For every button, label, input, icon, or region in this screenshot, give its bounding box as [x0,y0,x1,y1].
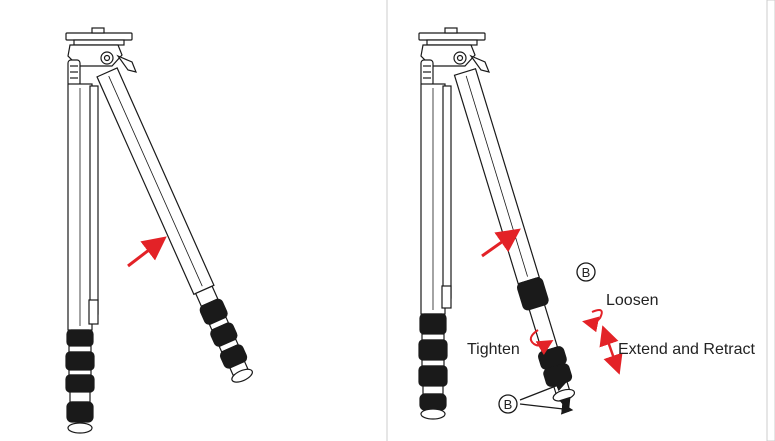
extend-retract-arrow [599,325,623,375]
tripod-leg-angled-right [453,68,576,413]
pointer-b-upper [519,380,568,401]
pointer-b-lower [519,402,574,415]
marker-b-bottom: B [498,394,518,414]
tripod-leg-vertical-right [418,83,452,420]
tripod-head-right [418,27,490,87]
right-border [766,0,775,441]
tripod-leg-angled-left [96,67,253,383]
label-tighten: Tighten [467,341,520,358]
svg-text:B: B [582,265,591,280]
tripod-head-left [65,27,137,87]
tripod-left [65,27,253,434]
loosen-arrow [582,309,603,333]
label-loosen: Loosen [606,292,659,309]
tripod-right [418,27,576,420]
red-arrow-left [127,236,167,268]
label-extend-retract: Extend and Retract [618,341,756,358]
marker-b-top: B [576,262,596,282]
svg-text:B: B [504,397,513,412]
red-arrow-right [481,228,521,258]
tripod-leg-vertical-left [65,83,99,434]
tighten-arrow [529,329,554,356]
